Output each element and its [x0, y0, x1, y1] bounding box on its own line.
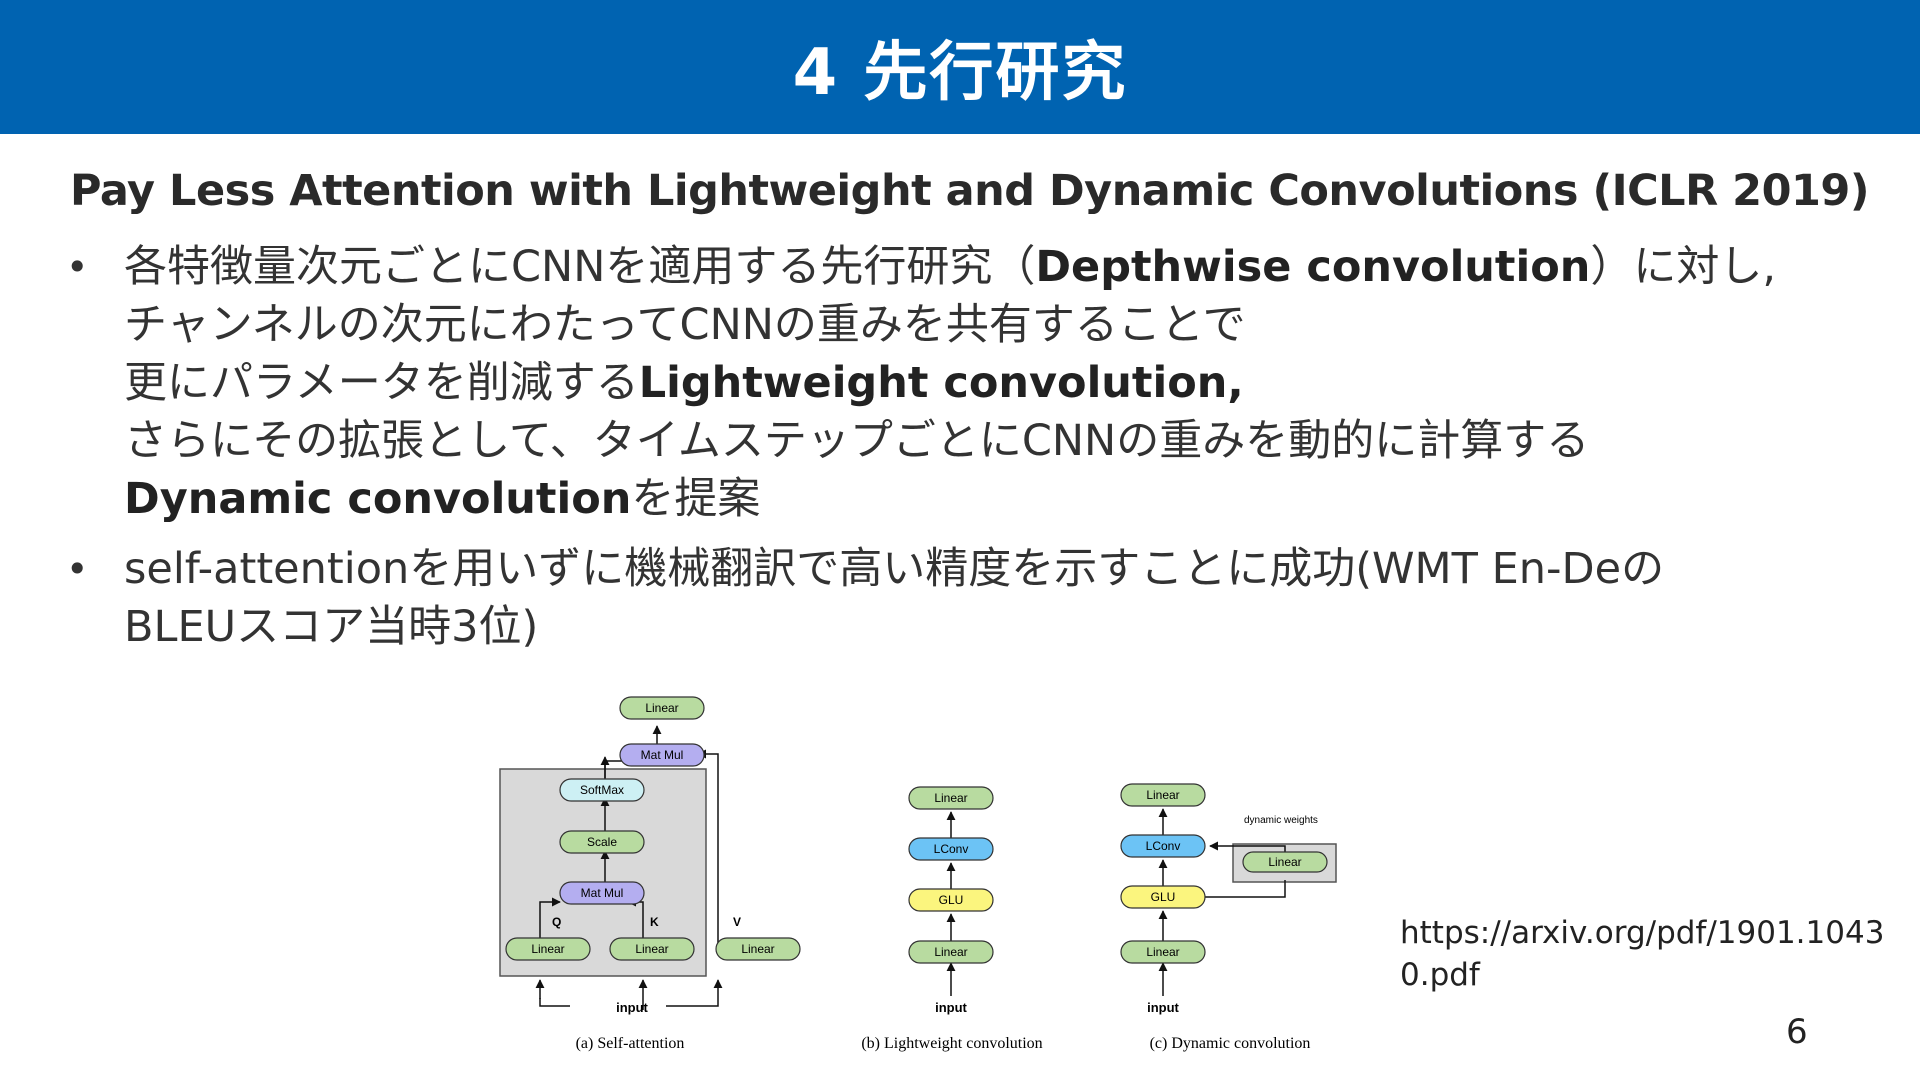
lightweight-input-label: input	[935, 1000, 967, 1015]
self-attention-matmul-top: Mat Mul	[619, 743, 705, 767]
bullet-dot: •	[66, 547, 89, 591]
title-bar: 4 先行研究	[0, 0, 1920, 134]
bullet-1-line-2: チャンネルの次元にわたってCNNの重みを共有することで	[124, 300, 1246, 350]
self-attention-softmax: SoftMax	[559, 778, 645, 802]
lightweight-linear-top: Linear	[908, 786, 994, 810]
architecture-diagram: Linear Mat Mul SoftMax Scale Mat Mul Q K…	[499, 696, 1337, 1052]
svg-text:Linear: Linear	[645, 701, 678, 715]
dynamic-caption: (c) Dynamic convolution	[1150, 1035, 1311, 1052]
label-v: V	[733, 915, 741, 929]
page-number: 6	[1786, 1012, 1808, 1052]
dynamic-weights-label: dynamic weights	[1244, 815, 1318, 826]
bold-term-lightweight: Lightweight convolution,	[638, 358, 1244, 408]
bullet-item-1: • 各特徴量次元ごとにCNNを適用する先行研究（Depthwise convol…	[0, 238, 1920, 528]
text-span: ）に対し,	[1590, 242, 1777, 292]
bullet-1-line-4: さらにその拡張として、タイムステップごとにCNNの重みを動的に計算する	[124, 416, 1590, 466]
bullet-item-2: • self-attentionを用いずに機械翻訳で高い精度を示すことに成功(W…	[0, 540, 1920, 656]
bullet-list: • 各特徴量次元ごとにCNNを適用する先行研究（Depthwise convol…	[0, 238, 1920, 656]
bullet-1-line-1: 各特徴量次元ごとにCNNを適用する先行研究（Depthwise convolut…	[124, 238, 1880, 296]
lightweight-glu: GLU	[908, 888, 994, 912]
self-attention-linear-k: Linear	[609, 937, 695, 961]
svg-text:SoftMax: SoftMax	[580, 783, 624, 797]
self-attention-linear-v: Linear	[715, 937, 801, 961]
lightweight-caption: (b) Lightweight convolution	[861, 1035, 1042, 1052]
lightweight-linear-bottom: Linear	[908, 940, 994, 964]
svg-text:Mat Mul: Mat Mul	[641, 748, 684, 762]
svg-text:Linear: Linear	[635, 942, 668, 956]
dynamic-lconv: LConv	[1120, 834, 1206, 858]
dynamic-linear-bottom: Linear	[1120, 940, 1206, 964]
svg-text:GLU: GLU	[939, 893, 964, 907]
architecture-figure: Linear Mat Mul SoftMax Scale Mat Mul Q K…	[490, 686, 1350, 1066]
svg-text:Linear: Linear	[1268, 855, 1301, 869]
dynamic-input-label: input	[1147, 1000, 1179, 1015]
dynamic-linear-top: Linear	[1120, 783, 1206, 807]
svg-text:Linear: Linear	[531, 942, 564, 956]
label-k: K	[650, 915, 659, 929]
source-url[interactable]: https://arxiv.org/pdf/1901.10430.pdf	[1400, 915, 1885, 993]
self-attention-caption: (a) Self-attention	[576, 1035, 685, 1052]
paper-title: Pay Less Attention with Lightweight and …	[70, 166, 1870, 216]
self-attention-input-label: input	[616, 1000, 648, 1015]
self-attention-linear-top: Linear	[619, 696, 705, 720]
dynamic-glu: GLU	[1120, 885, 1206, 909]
bullet-2-line-1: self-attentionを用いずに機械翻訳で高い精度を示すことに成功(WMT…	[124, 544, 1665, 594]
svg-text:Linear: Linear	[1146, 945, 1179, 959]
svg-text:LConv: LConv	[1146, 839, 1181, 853]
svg-text:Mat Mul: Mat Mul	[581, 886, 624, 900]
label-q: Q	[552, 915, 561, 929]
slide-title: 4 先行研究	[792, 36, 1128, 110]
svg-text:Linear: Linear	[1146, 788, 1179, 802]
bullet-dot: •	[66, 245, 89, 289]
self-attention-matmul-inner: Mat Mul	[559, 881, 645, 905]
self-attention-linear-q: Linear	[505, 937, 591, 961]
svg-text:Scale: Scale	[587, 835, 617, 849]
bullet-2-line-2: BLEUスコア当時3位)	[124, 602, 539, 652]
text-span: 各特徴量次元ごとにCNNを適用する先行研究（	[124, 242, 1036, 292]
svg-text:GLU: GLU	[1151, 890, 1176, 904]
bullet-1-line-3: 更にパラメータを削減するLightweight convolution,	[124, 354, 1880, 412]
text-span: を提案	[631, 474, 761, 524]
svg-text:Linear: Linear	[934, 945, 967, 959]
bold-term-depthwise: Depthwise convolution	[1035, 242, 1591, 292]
self-attention-scale: Scale	[559, 830, 645, 854]
svg-text:Linear: Linear	[934, 791, 967, 805]
text-span: 更にパラメータを削減する	[124, 358, 639, 408]
lightweight-lconv: LConv	[908, 837, 994, 861]
svg-text:Linear: Linear	[741, 942, 774, 956]
svg-text:LConv: LConv	[934, 842, 969, 856]
bold-term-dynamic: Dynamic convolution	[124, 474, 632, 524]
dynamic-weights-linear: Linear	[1242, 851, 1328, 873]
bullet-1-line-5: Dynamic convolutionを提案	[124, 470, 1880, 528]
